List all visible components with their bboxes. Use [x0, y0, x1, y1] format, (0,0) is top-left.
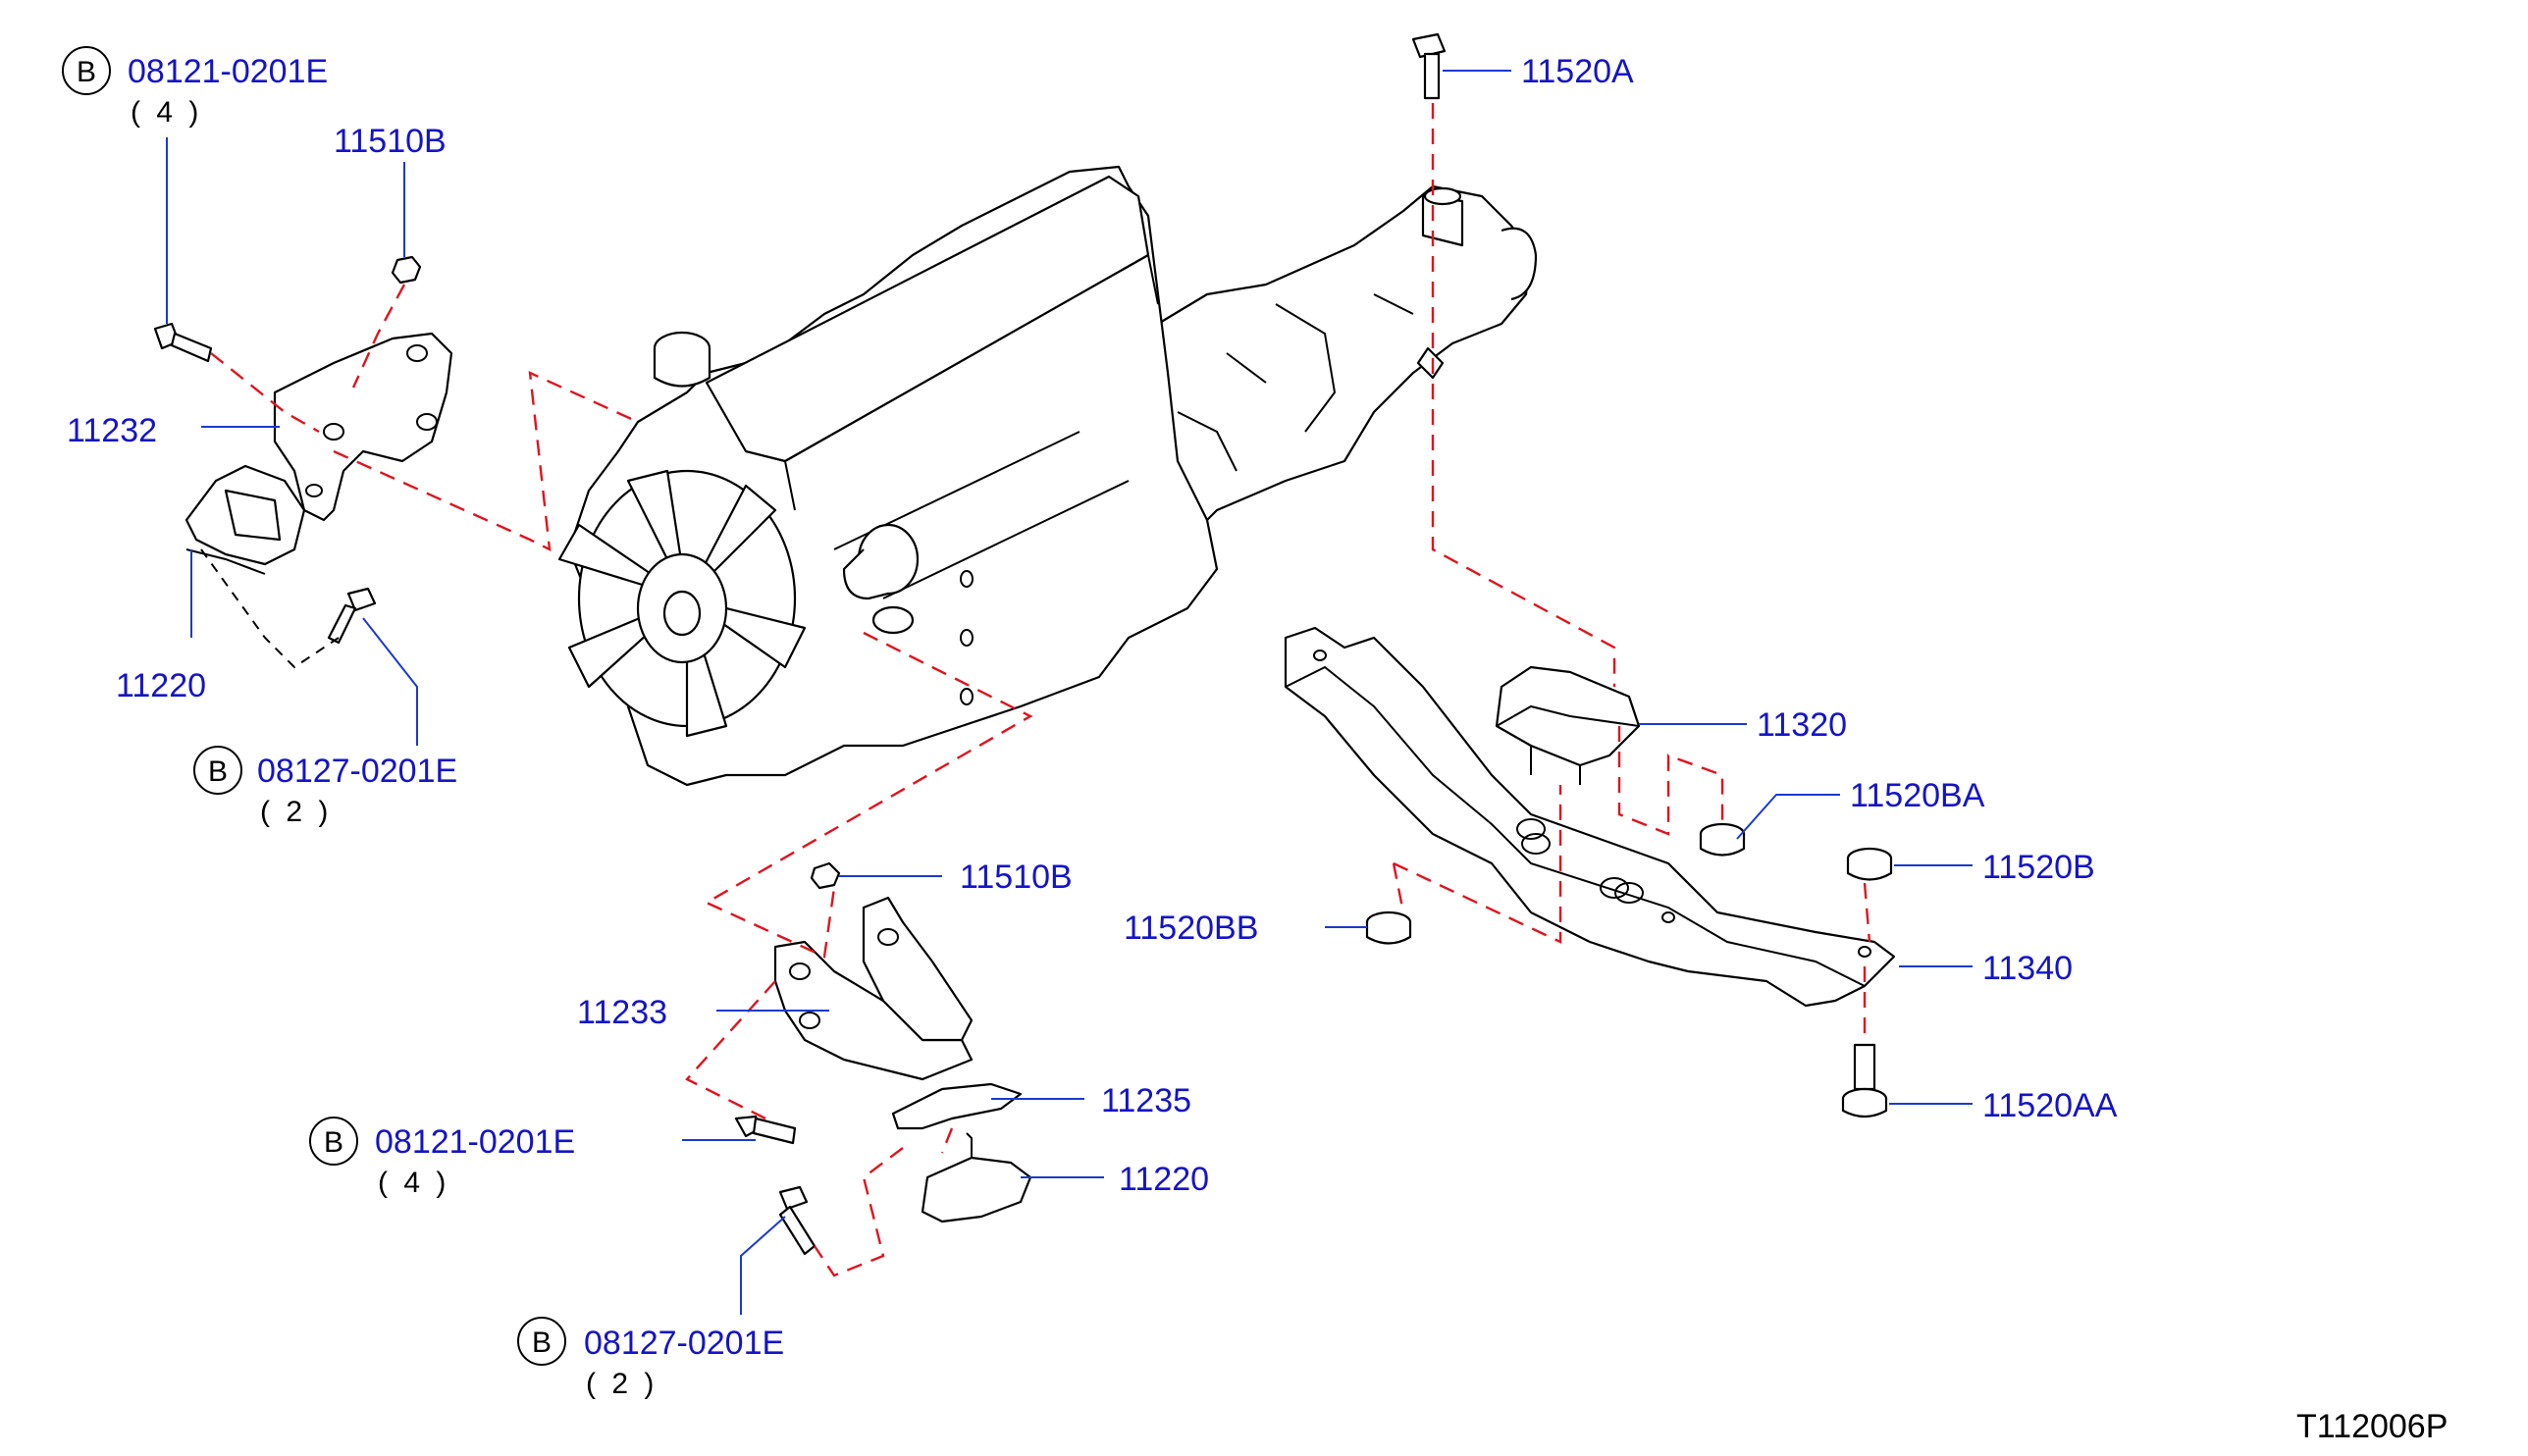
label-insulator-left: 11220	[116, 667, 206, 704]
label-nut-rear-a: 11520BA	[1850, 777, 1985, 814]
b-circle-marker	[193, 746, 242, 795]
center-bracket-11233	[773, 896, 974, 1081]
label-bolt-bottom-right: 11520AA	[1982, 1087, 2118, 1124]
label-bolt-top-right: 11520A	[1521, 53, 1634, 90]
b-circle-letter: B	[532, 1326, 552, 1359]
quantity: ( 2 )	[260, 796, 332, 828]
leader-lines	[166, 70, 1973, 1315]
label-nut-rear-c: 11520BB	[1124, 910, 1258, 947]
center-insulator-11220	[921, 1132, 1032, 1223]
label-nut-center: 11510B	[960, 858, 1073, 896]
callout-bolt-left-lower: B 08127-0201E ( 2 )	[193, 746, 457, 828]
b-circle-marker	[62, 46, 111, 95]
nut-11520BB	[1365, 910, 1412, 945]
left-bolt-top	[153, 322, 213, 363]
quantity: ( 2 )	[586, 1368, 658, 1400]
bolt-11520AA	[1841, 1043, 1888, 1118]
bolt-11520A	[1411, 32, 1447, 100]
diagram-code: T112006P	[2296, 1408, 2448, 1445]
left-nut-top	[391, 255, 422, 285]
quantity: ( 4 )	[378, 1167, 449, 1199]
center-bolt-08121	[734, 1115, 797, 1145]
b-circle-letter: B	[208, 755, 228, 788]
assembly-dash-lines	[200, 103, 1871, 1277]
left-bracket-11232	[273, 332, 453, 522]
b-circle-letter: B	[324, 1126, 343, 1159]
callout-bolt-top-left: B 08121-0201E ( 4 )	[62, 46, 328, 129]
cooling-fan	[557, 469, 807, 738]
label-bracket-right: 11233	[577, 994, 667, 1031]
label-insulator-rear: 11320	[1757, 706, 1847, 744]
center-nut-11510B	[810, 861, 841, 890]
engine-assembly	[557, 165, 1538, 787]
b-circle-marker	[517, 1317, 566, 1366]
left-bolt-lower	[327, 587, 377, 645]
label-bracket-left: 11232	[67, 412, 157, 449]
left-insulator-11220	[184, 464, 306, 575]
label-crossmember: 11340	[1982, 950, 2073, 987]
part-number: 08121-0201E	[375, 1123, 575, 1161]
label-stopper: 11235	[1101, 1082, 1191, 1119]
b-circle-marker	[309, 1117, 358, 1166]
stopper-11235	[891, 1082, 1023, 1130]
callout-bolt-center: B 08121-0201E ( 4 )	[309, 1117, 575, 1199]
crossmember-11340	[1284, 626, 1896, 1008]
part-number: 08127-0201E	[257, 753, 457, 790]
rear-insulator-11320	[1495, 665, 1641, 785]
label-nut-top-left: 11510B	[334, 123, 447, 160]
b-circle-letter: B	[77, 56, 96, 88]
part-number: 08127-0201E	[584, 1325, 784, 1362]
quantity: ( 4 )	[131, 96, 202, 129]
nut-11520B	[1846, 847, 1893, 881]
label-nut-rear-b: 11520B	[1982, 849, 2095, 886]
label-insulator-right: 11220	[1119, 1161, 1209, 1198]
callout-bolt-bottom: B 08127-0201E ( 2 )	[517, 1317, 784, 1400]
bottom-bolt-08127	[778, 1185, 816, 1256]
part-number: 08121-0201E	[128, 53, 328, 90]
nut-11520BA	[1699, 822, 1746, 857]
